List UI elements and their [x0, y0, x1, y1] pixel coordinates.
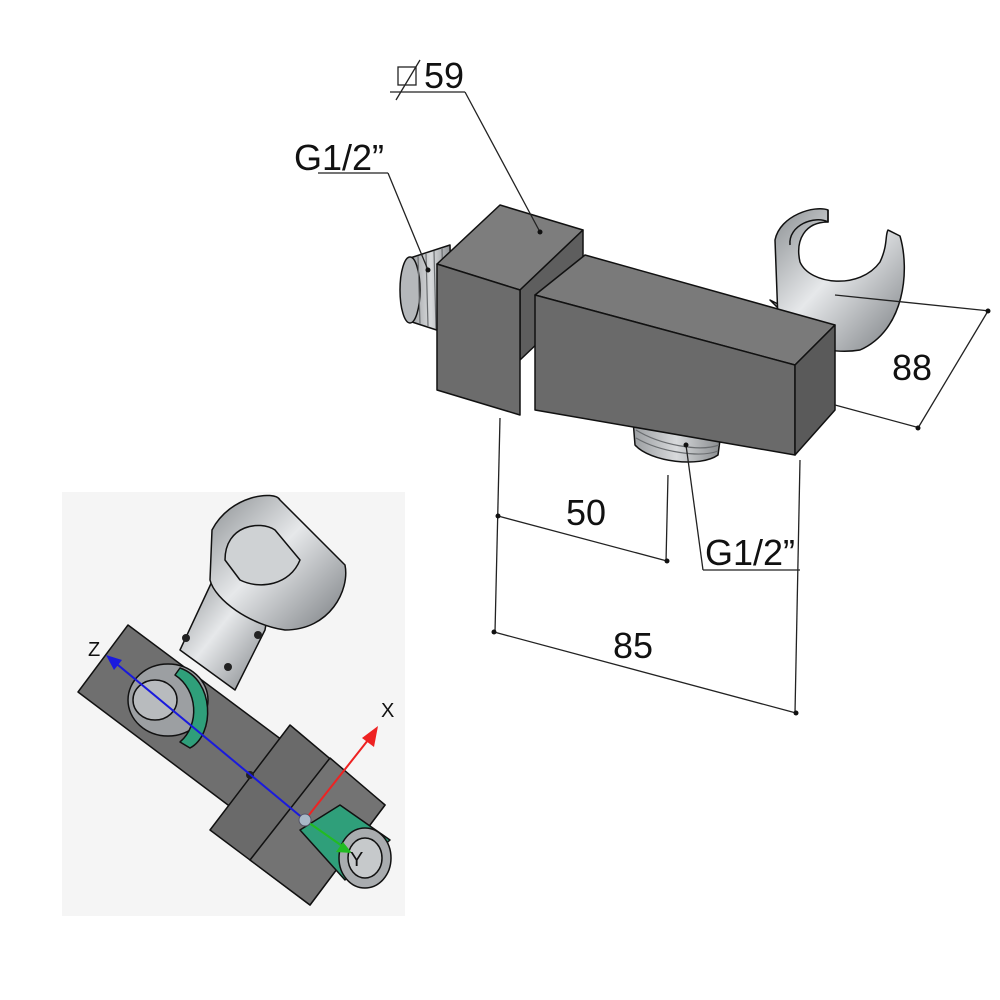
x-arrow-icon — [362, 726, 378, 747]
z-axis-label: Z — [88, 639, 100, 661]
y-axis — [304, 819, 346, 849]
z-arrow-icon — [106, 655, 122, 670]
valve-3d-view — [399, 204, 905, 463]
x-axis-label: X — [381, 700, 394, 722]
y-axis-label: Y — [350, 849, 363, 871]
origin-point — [298, 813, 312, 827]
height-label: 88 — [892, 347, 932, 388]
length-label: 85 — [613, 625, 653, 666]
outlet-offset-label: 50 — [566, 492, 606, 533]
inlet-thread-label: G1/2” — [294, 137, 384, 178]
square-size-label: 59 — [424, 55, 464, 96]
dimension-lines — [318, 59, 991, 716]
y-arrow-icon — [336, 842, 352, 853]
z-axis — [111, 659, 306, 821]
square-symbol-icon — [395, 59, 421, 101]
x-axis — [304, 734, 373, 821]
outlet-thread-label: G1/2” — [705, 532, 795, 573]
inset-3d-view: Z X Y — [62, 492, 405, 916]
valve-body — [534, 254, 836, 456]
